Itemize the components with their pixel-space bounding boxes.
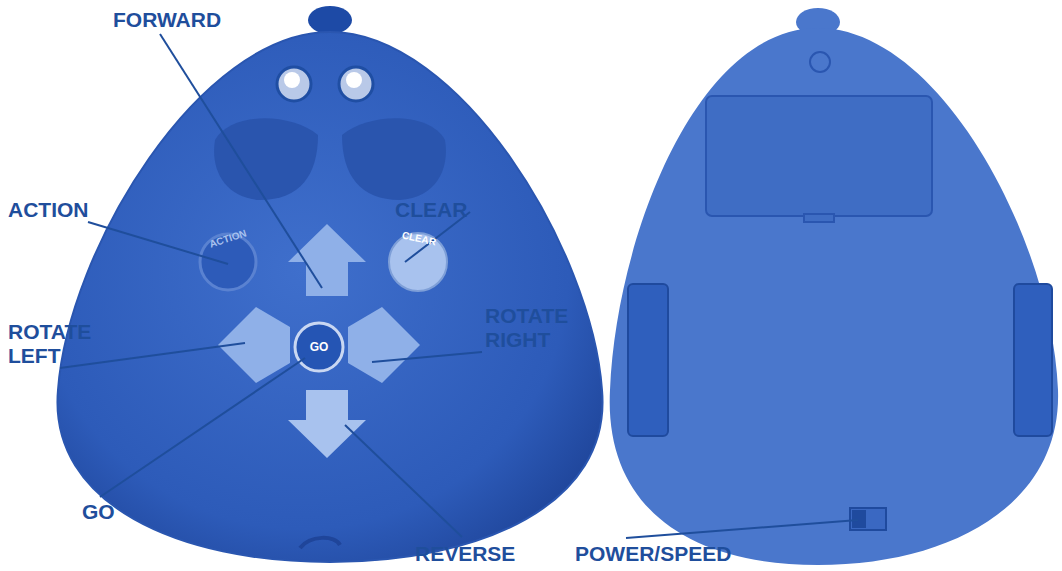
leader-line xyxy=(88,222,228,264)
nose-knob xyxy=(308,6,352,34)
leader-line xyxy=(372,352,482,362)
go-button xyxy=(295,323,343,371)
forward-button xyxy=(288,224,366,296)
rotate-right-button xyxy=(348,307,420,383)
eye-highlight xyxy=(346,72,362,88)
tail xyxy=(300,538,340,548)
part-label: POWER/SPEED xyxy=(575,542,731,566)
battery-cover xyxy=(706,96,932,216)
wheel-slot xyxy=(1014,284,1052,436)
leader-line xyxy=(100,358,305,497)
part-label: ROTATE RIGHT xyxy=(485,304,585,352)
reverse-button xyxy=(288,390,366,458)
switch-slider xyxy=(852,510,866,528)
cheek xyxy=(342,118,446,200)
mouse-body-back xyxy=(610,28,1058,565)
part-label: REVERSE xyxy=(415,542,515,566)
eye-highlight xyxy=(284,72,300,88)
leader-line xyxy=(626,520,858,538)
part-label: ACTION xyxy=(8,198,89,222)
leader-line xyxy=(345,425,462,537)
leader-line xyxy=(60,343,245,368)
part-label: FORWARD xyxy=(113,8,221,32)
button-text: GO xyxy=(299,339,339,355)
eye xyxy=(339,67,373,101)
part-label: GO xyxy=(82,500,115,524)
cover-latch xyxy=(804,214,834,222)
cheek xyxy=(214,118,318,200)
eye xyxy=(277,67,311,101)
wheel-slot xyxy=(628,284,668,436)
power-switch xyxy=(850,508,886,530)
screw-hole xyxy=(810,52,830,72)
leader-lines xyxy=(60,34,858,538)
part-label: CLEAR xyxy=(395,198,467,222)
mouse-body-front xyxy=(57,32,602,562)
part-label: ROTATE LEFT xyxy=(8,320,108,368)
